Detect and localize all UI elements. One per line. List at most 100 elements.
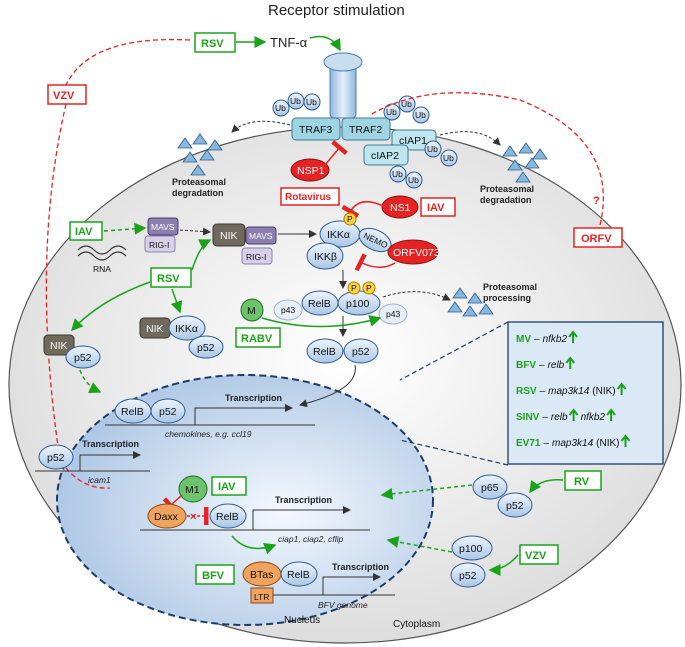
p100-phospho-2-label: P bbox=[366, 283, 372, 293]
panel-dash-2: – bbox=[540, 386, 546, 397]
processing-label-1: Proteasomal bbox=[483, 282, 537, 292]
daxx-x-icon: × bbox=[190, 511, 196, 523]
ikkb-label: IKKβ bbox=[314, 251, 337, 263]
p52-rv-label: p52 bbox=[506, 500, 524, 512]
deg-right-label-1: Proteasomal bbox=[480, 184, 534, 194]
p100-phospho-2 bbox=[362, 281, 376, 295]
panel-rows: MV–nfkb2BFV–relbRSV–map3k14(NIK)SINV–rel… bbox=[516, 330, 631, 449]
ikka-phospho-label: P bbox=[347, 214, 353, 224]
nik-center-label: NIK bbox=[220, 230, 238, 242]
panel-up-arrow-icon-2 bbox=[616, 382, 627, 395]
panel-suffix-2: (NIK) bbox=[592, 386, 615, 397]
rotavirus-label: Rotavirus bbox=[285, 192, 332, 203]
svg-text:Ub: Ub bbox=[275, 103, 286, 113]
panel-gene2-3: nfkb2 bbox=[581, 412, 606, 423]
iav-nuc-box bbox=[211, 476, 247, 496]
p100-phospho-1-label: P bbox=[351, 283, 357, 293]
rsv-center-label: RSV bbox=[157, 273, 180, 285]
vzv-top-label: VZV bbox=[53, 90, 75, 102]
relb-mature bbox=[306, 338, 344, 364]
panel-gene-0: nfkb2 bbox=[543, 334, 568, 345]
panel-up-arrow-icon-4 bbox=[620, 434, 631, 447]
p65-rv-label: p65 bbox=[481, 482, 499, 494]
rsv-center-box bbox=[150, 267, 192, 288]
p100-vzv-label: p100 bbox=[459, 543, 483, 555]
svg-text:Ub: Ub bbox=[386, 107, 397, 117]
ikka-complex bbox=[168, 315, 206, 341]
rabv-box bbox=[235, 327, 281, 348]
panel-dash-4: – bbox=[543, 438, 549, 449]
svg-text:Ub: Ub bbox=[392, 169, 403, 179]
panel-gene-3: relb bbox=[551, 412, 568, 423]
nik-left bbox=[43, 334, 75, 356]
p52-complex-label: p52 bbox=[197, 342, 215, 354]
p52-rv bbox=[497, 492, 533, 518]
rigi-left-label: RIG-I bbox=[149, 240, 169, 250]
relb-bfv bbox=[280, 561, 318, 587]
tx-arrow-1 bbox=[194, 404, 293, 425]
cytoplasm-label: Cytoplasm bbox=[393, 619, 440, 630]
orfv073 bbox=[387, 239, 439, 265]
upregulation-panel bbox=[507, 321, 664, 465]
svg-text:Ub: Ub bbox=[401, 99, 412, 109]
traf2 bbox=[341, 117, 391, 141]
panel-virus-1: BFV bbox=[516, 360, 536, 371]
rsv-to-nikp52-arrow bbox=[70, 281, 151, 332]
p52-complex bbox=[188, 335, 224, 359]
deg-right-arrow bbox=[439, 131, 501, 146]
p100-phospho-1 bbox=[347, 281, 361, 295]
orfv073-label: ORFV073 bbox=[393, 247, 440, 259]
rv-label: RV bbox=[574, 476, 590, 488]
relb-mature-label: RelB bbox=[313, 346, 336, 358]
vzv-top-box bbox=[47, 84, 87, 105]
p52-nuc1-label: p52 bbox=[159, 406, 177, 418]
daxx-label: Daxx bbox=[154, 511, 179, 523]
mavs-center-label: MAVS bbox=[249, 231, 273, 241]
nik-left-label: NIK bbox=[50, 340, 68, 352]
rsv-top-label: RSV bbox=[201, 38, 224, 50]
mavs-left bbox=[147, 217, 179, 236]
deg-right-label-2: degradation bbox=[480, 195, 532, 205]
deg-left-label-1: Proteasomal bbox=[172, 177, 226, 187]
nik-complex-label: NIK bbox=[146, 323, 164, 335]
bfv-nuc-box bbox=[195, 564, 235, 585]
p43-right bbox=[378, 303, 408, 325]
relb-bfv-label: RelB bbox=[287, 569, 310, 581]
traf2-label: TRAF2 bbox=[349, 124, 382, 136]
ikkb bbox=[306, 242, 344, 270]
tx-label-3: Transcription bbox=[275, 495, 332, 505]
traf3-label: TRAF3 bbox=[299, 124, 332, 136]
proteasome-processing-icon bbox=[447, 287, 494, 317]
iav-ns1-label: IAV bbox=[427, 202, 445, 214]
p52-vzv-label: p52 bbox=[459, 570, 477, 582]
tx-arrow-3 bbox=[252, 506, 351, 530]
iav-nuc-label: IAV bbox=[218, 481, 236, 493]
ikka-label: IKKα bbox=[327, 229, 350, 241]
p52-mature-label: p52 bbox=[352, 346, 370, 358]
panel-dash-3: – bbox=[542, 412, 548, 423]
tx-label-1: Transcription bbox=[225, 393, 282, 403]
orfv073-inhibit bbox=[354, 253, 396, 272]
tnf-to-receptor-arrow bbox=[309, 35, 341, 52]
tx-arrow-4 bbox=[322, 573, 381, 595]
relb-nuc1-label: RelB bbox=[121, 406, 144, 418]
processing-arrow bbox=[382, 291, 451, 301]
panel-up-arrow-icon-3 bbox=[606, 408, 616, 421]
nucleus bbox=[56, 374, 434, 626]
ciap2 bbox=[363, 144, 409, 166]
iav-ns1-box bbox=[420, 197, 456, 217]
receptor-head bbox=[323, 52, 363, 72]
svg-text:Ub: Ub bbox=[408, 175, 419, 185]
daxx bbox=[147, 503, 187, 529]
bfv-nuc-label: BFV bbox=[202, 570, 225, 582]
panel-dash-1: – bbox=[539, 360, 545, 371]
ub-chain-ciap: Ub Ub Ub Ub bbox=[389, 140, 458, 189]
vzv-bottom-arrow bbox=[488, 554, 519, 576]
svg-text:Ub: Ub bbox=[290, 96, 301, 106]
ub-chain-traf2: Ub Ub Ub bbox=[383, 95, 430, 124]
tx-label-2: Transcription bbox=[82, 439, 139, 449]
p100-vzv bbox=[451, 535, 493, 561]
rigi-center bbox=[241, 247, 273, 265]
ltr-label: LTR bbox=[254, 592, 269, 602]
